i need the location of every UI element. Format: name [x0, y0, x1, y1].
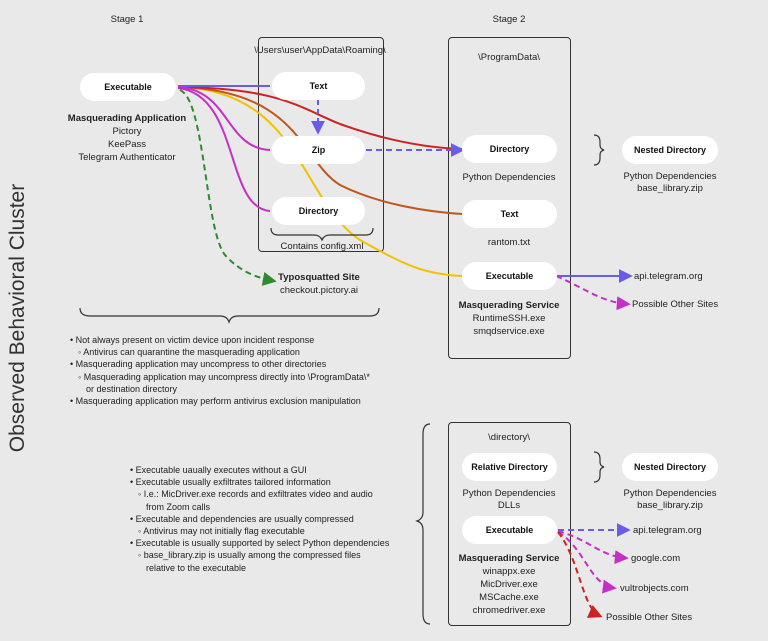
brace-nested-1 [593, 134, 605, 166]
edge-red-to-pd-directory [177, 86, 463, 150]
edge-magenta-to-other-sites-top [555, 275, 631, 311]
contains-config-label: Contains config.xml [280, 241, 364, 252]
roaming-path: \Users\user\AppData\Roaming\ [254, 45, 386, 56]
node-pd-executable: Executable [462, 262, 557, 290]
programdata-folder-box [448, 37, 571, 359]
edge-magenta-to-google [557, 530, 629, 565]
note-item: • Executable and dependencies are usuall… [130, 513, 354, 524]
nested-2-item: Python Dependencies [623, 488, 717, 499]
note-item: • Masquerading application may perform a… [70, 396, 361, 407]
brace-bottom-notes [415, 423, 431, 625]
edge-magenta-to-roaming-directory [177, 87, 271, 212]
node-executable: Executable [80, 73, 176, 101]
node-pd-text: Text [462, 200, 557, 228]
dest-top-api-telegram: api.telegram.org [634, 271, 703, 282]
note-item: • Executable usually exfiltrates tailore… [130, 477, 331, 488]
dest-bottom-google: google.com [631, 553, 681, 564]
rel-dir-item: DLLs [497, 500, 521, 511]
note-item: from Zoom calls [146, 501, 211, 512]
node-roaming-directory: Directory [272, 197, 365, 225]
notes-top: • Not always present on victim device up… [70, 334, 370, 407]
directory-folder-box [448, 422, 571, 626]
note-item: ◦ Antivirus can quarantine the masquerad… [78, 347, 300, 358]
edge-magenta-to-vultr [557, 531, 617, 594]
brace-stage1 [79, 307, 380, 324]
dest-bottom-other-sites: Possible Other Sites [606, 612, 693, 623]
nested-1-item: Python Dependencies [623, 171, 717, 182]
note-item: relative to the executable [146, 562, 247, 573]
node-relative-directory: Relative Directory [462, 453, 557, 481]
note-item: ◦ Masquerading application may uncompres… [78, 371, 370, 382]
note-item: • Masquerading application may uncompres… [70, 359, 327, 370]
masq-service-2-title: Masquerading Service [458, 553, 560, 564]
rel-dir-item: Python Dependencies [462, 488, 556, 499]
edge-orange-to-pd-text [177, 86, 463, 215]
nested-2-item: base_library.zip [637, 500, 703, 511]
masq-service-1-item: smqdservice.exe [473, 326, 545, 337]
node-nested-directory-2: Nested Directory [622, 453, 718, 481]
node-zip: Zip [272, 136, 365, 164]
note-item: • Executable uaually executes without a … [130, 465, 307, 475]
note-item: • Executable is usually supported by sel… [130, 538, 390, 549]
stage2-header: Stage 2 [492, 14, 526, 25]
masq-service-1-title: Masquerading Service [458, 300, 560, 311]
rantom-label: rantom.txt [487, 237, 531, 248]
note-item: or destination directory [86, 383, 178, 394]
nested-1-item: base_library.zip [637, 183, 703, 194]
masq-app-item: KeePass [107, 139, 147, 150]
edge-red-to-other-sites-bottom [557, 531, 603, 618]
masq-service-2-item: chromedriver.exe [472, 605, 546, 616]
edge-magenta-to-zip [177, 86, 271, 151]
node-text: Text [272, 72, 365, 100]
masq-app-item: Telegram Authenticator [78, 152, 176, 163]
masq-service-2-item: MSCache.exe [479, 592, 539, 603]
typo-site-url: checkout.pictory.ai [280, 285, 358, 296]
note-item: ◦ I.e.: MicDriver.exe records and exfilt… [138, 489, 373, 500]
masq-app-item: Pictory [112, 126, 142, 137]
masq-app-title: Masquerading Application [67, 113, 187, 124]
node-dir-executable: Executable [462, 516, 557, 544]
note-item: ◦ Antivirus may not initially flag execu… [138, 526, 305, 537]
python-deps-label: Python Dependencies [462, 172, 556, 183]
edge-green-to-typo-site [179, 89, 277, 286]
node-pd-directory: Directory [462, 135, 557, 163]
dest-bottom-api-telegram: api.telegram.org [633, 525, 702, 536]
masq-service-2-item: winappx.exe [482, 566, 536, 577]
roaming-folder-box [258, 37, 384, 252]
note-item: ◦ base_library.zip is usually among the … [138, 550, 361, 561]
directory-path: \directory\ [488, 432, 530, 443]
node-nested-directory-1: Nested Directory [622, 136, 718, 164]
dest-bottom-vultr: vultrobjects.com [620, 583, 689, 594]
masq-service-2-item: MicDriver.exe [480, 579, 538, 590]
typo-site-title: Typosquatted Site [278, 272, 360, 283]
brace-nested-2 [593, 451, 605, 483]
brace-config [270, 227, 374, 242]
stage1-header: Stage 1 [110, 14, 144, 25]
masq-service-1-item: RuntimeSSH.exe [472, 313, 546, 324]
notes-bottom: • Executable uaually executes without a … [130, 464, 389, 574]
programdata-path: \ProgramData\ [478, 52, 540, 63]
note-item: • Not always present on victim device up… [70, 335, 315, 345]
dest-top-other-sites: Possible Other Sites [632, 299, 719, 310]
